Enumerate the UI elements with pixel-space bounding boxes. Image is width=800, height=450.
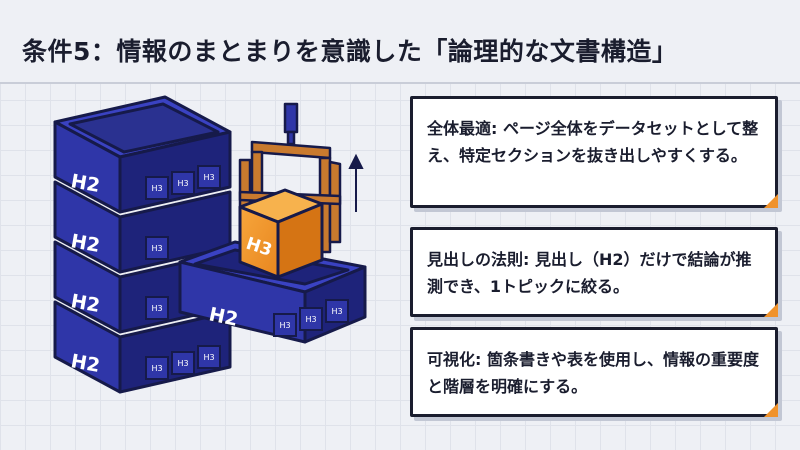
title-divider bbox=[0, 82, 800, 84]
h3-tile bbox=[145, 356, 169, 380]
info-card-heading-rule: 見出しの法則: 見出し（H2）だけで結論が推測でき、1トピックに絞る。 bbox=[410, 227, 778, 317]
h3-tile-label: H3 bbox=[151, 304, 162, 313]
h3-tile-label: H3 bbox=[279, 321, 290, 330]
h3-tile bbox=[273, 313, 297, 337]
h2-label: H2 bbox=[69, 290, 102, 317]
card-text: 見出しの法則: 見出し（H2）だけで結論が推測でき、1トピックに絞る。 bbox=[427, 250, 752, 296]
h3-tile-label: H3 bbox=[203, 173, 214, 182]
h3-tile-label: H3 bbox=[177, 179, 188, 188]
h3-tile bbox=[171, 351, 195, 375]
h3-cube bbox=[238, 188, 324, 279]
document-structure-illustration: H2 H2 H2 H2 H3 H3 H3 H3 H3 H3 H3 H3 H2 bbox=[53, 95, 367, 394]
title-bar: 条件5：情報のまとまりを意識した「論理的な文書構造」 bbox=[0, 0, 800, 82]
page-title: 条件5：情報のまとまりを意識した「論理的な文書構造」 bbox=[22, 37, 678, 66]
h3-tile-label: H3 bbox=[151, 184, 162, 193]
h3-tile-label: H3 bbox=[151, 364, 162, 373]
h3-tile bbox=[197, 165, 221, 189]
h2-label: H2 bbox=[69, 230, 102, 257]
info-card-visualization: 可視化: 箇条書きや表を使用し、情報の重要度と階層を明確にする。 bbox=[410, 327, 778, 417]
h3-tile-label: H3 bbox=[177, 359, 188, 368]
h2-label: H2 bbox=[69, 170, 102, 197]
h3-tile-label: H3 bbox=[305, 315, 316, 324]
h3-tile bbox=[325, 299, 349, 323]
h2-label: H2 bbox=[69, 350, 102, 377]
info-card-overall-optimization: 全体最適: ページ全体をデータセットとして整え、特定セクションを抜き出しやすくす… bbox=[410, 96, 778, 208]
h3-tile bbox=[171, 171, 195, 195]
h3-tiles bbox=[145, 165, 221, 380]
h3-tile bbox=[145, 176, 169, 200]
h3-tile bbox=[145, 236, 169, 260]
up-arrow-icon bbox=[348, 153, 364, 212]
h3-tile bbox=[197, 345, 221, 369]
h3-tile bbox=[145, 296, 169, 320]
h3-tile-label: H3 bbox=[151, 244, 162, 253]
h3-tile-label: H3 bbox=[203, 353, 214, 362]
card-text: 可視化: 箇条書きや表を使用し、情報の重要度と階層を明確にする。 bbox=[427, 350, 759, 396]
card-text: 全体最適: ページ全体をデータセットとして整え、特定セクションを抜き出しやすくす… bbox=[427, 119, 759, 165]
h3-tile-label: H3 bbox=[331, 307, 342, 316]
h3-tile bbox=[299, 307, 323, 331]
